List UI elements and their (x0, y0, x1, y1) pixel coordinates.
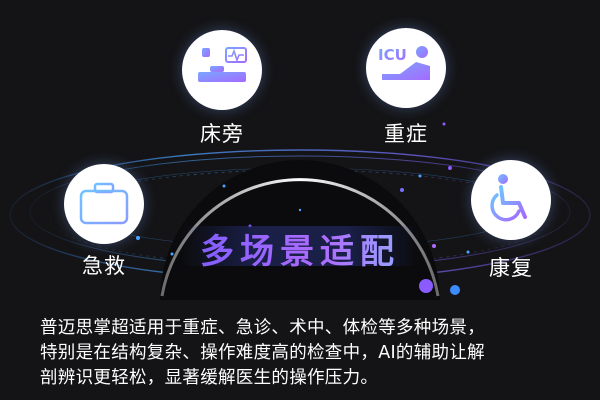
first-aid-kit-icon (79, 182, 129, 225)
decor-dot (448, 166, 452, 170)
decor-dot (222, 184, 226, 188)
decor-dot (442, 122, 446, 126)
scenario-label-bedside: 床旁 (200, 122, 244, 146)
scenario-label-emergency: 急救 (82, 254, 126, 278)
scenario-bedside (182, 30, 262, 110)
description-line: 剖辨识更轻松，显著缓解医生的操作压力。 (40, 368, 379, 388)
decor-dot (170, 252, 174, 256)
wheelchair-icon (490, 174, 527, 222)
decor-dot (419, 279, 433, 293)
scenario-label-icu: 重症 (384, 122, 428, 146)
decor-dot (400, 188, 404, 192)
scenario-icu: ICU (366, 28, 446, 108)
decor-dot (298, 208, 302, 212)
scenario-label-rehab: 康复 (489, 256, 533, 280)
decor-dot (418, 174, 422, 178)
icu-text: ICU (378, 46, 407, 64)
icu-bed-icon: ICU (378, 46, 434, 90)
bedside-monitor-icon (198, 47, 247, 90)
decor-dot (136, 236, 140, 240)
description: 普迈思掌超适用于重症、急诊、术中、体检等多种场景， 特别是在结构复杂、操作难度高… (40, 316, 580, 391)
scenario-emergency (64, 164, 144, 244)
description-line: 特别是在结构复杂、操作难度高的检查中，AI的辅助让解 (40, 343, 485, 363)
decor-dot (450, 285, 460, 295)
decor-dot (466, 250, 470, 254)
description-line: 普迈思掌超适用于重症、急诊、术中、体检等多种场景， (40, 318, 485, 338)
headline-backdrop (180, 226, 420, 266)
decor-dot (432, 244, 436, 248)
scenario-rehab (471, 160, 551, 240)
headline: 多场景适配 (180, 224, 420, 273)
